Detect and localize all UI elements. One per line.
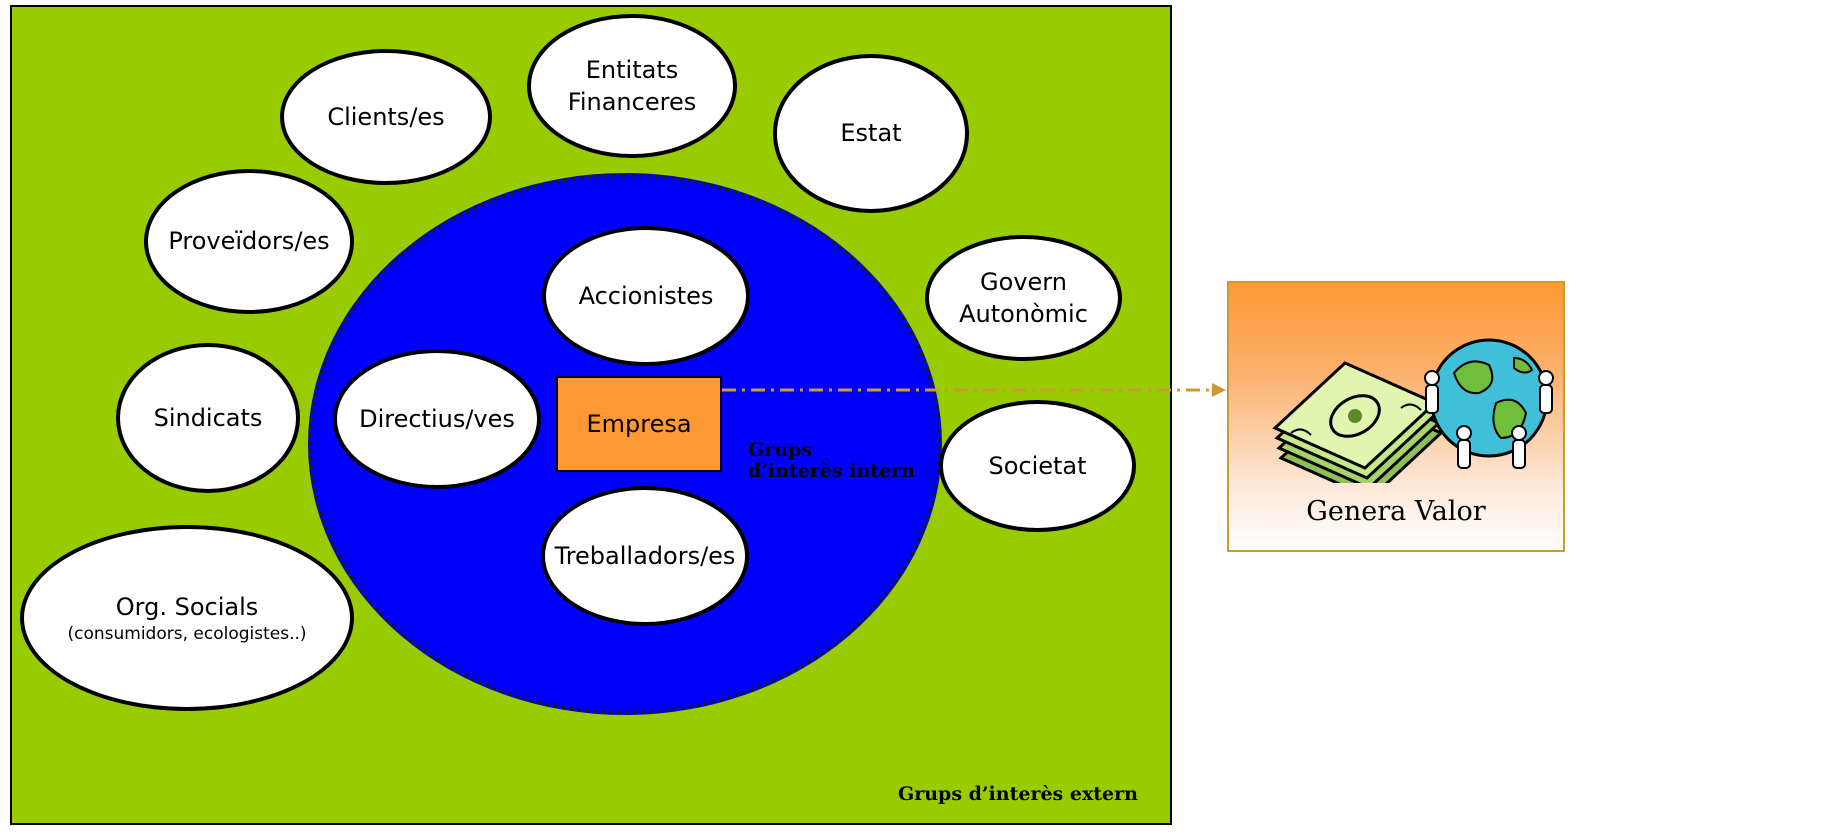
node-org-socials: Org. Socials (consumidors, ecologistes..… <box>20 525 354 711</box>
value-illustration <box>1272 338 1554 483</box>
node-proveidors-label: Proveïdors/es <box>168 227 330 256</box>
internal-group-label-line-1: Grups <box>748 439 813 461</box>
empresa-box: Empresa <box>556 376 722 472</box>
node-accionistes-label: Accionistes <box>578 281 714 310</box>
globe-people-icon <box>1424 338 1554 469</box>
node-proveidors: Proveïdors/es <box>144 169 354 314</box>
node-accionistes: Accionistes <box>542 226 750 366</box>
node-treballadors-label: Treballadors/es <box>554 541 736 570</box>
external-group-label: Grups d’interès extern <box>898 783 1138 805</box>
internal-group-label: Grups d’interès intern <box>748 440 915 482</box>
internal-group-label-line-2: d’interès intern <box>748 459 915 482</box>
node-directius: Directius/ves <box>333 349 541 489</box>
node-org-socials-label: Org. Socials <box>115 592 259 621</box>
genera-valor-box: Genera Valor <box>1227 281 1565 552</box>
node-govern-label-2: Autonòmic <box>959 300 1088 328</box>
node-clients: Clients/es <box>280 49 492 185</box>
node-clients-label: Clients/es <box>327 102 445 131</box>
node-org-socials-sublabel: (consumidors, ecologistes..) <box>67 624 307 645</box>
node-sindicats: Sindicats <box>116 343 300 493</box>
node-societat-label: Societat <box>988 451 1087 480</box>
node-societat: Societat <box>939 400 1136 532</box>
node-estat: Estat <box>773 54 969 213</box>
node-directius-label: Directius/ves <box>359 404 515 433</box>
money-stack-icon <box>1272 361 1444 483</box>
empresa-label: Empresa <box>586 410 692 438</box>
node-sindicats-label: Sindicats <box>153 403 263 432</box>
node-estat-label: Estat <box>840 119 902 148</box>
node-govern-label-1: Govern <box>980 267 1067 296</box>
node-treballadors: Treballadors/es <box>541 486 749 626</box>
genera-valor-label: Genera Valor <box>1306 496 1486 527</box>
node-entitats-label-2: Financeres <box>567 88 697 116</box>
node-entitats-label-1: Entitats <box>585 55 679 84</box>
node-entitats-financeres: Entitats Financeres <box>527 14 737 158</box>
node-govern-autonomic: Govern Autonòmic <box>925 235 1122 361</box>
